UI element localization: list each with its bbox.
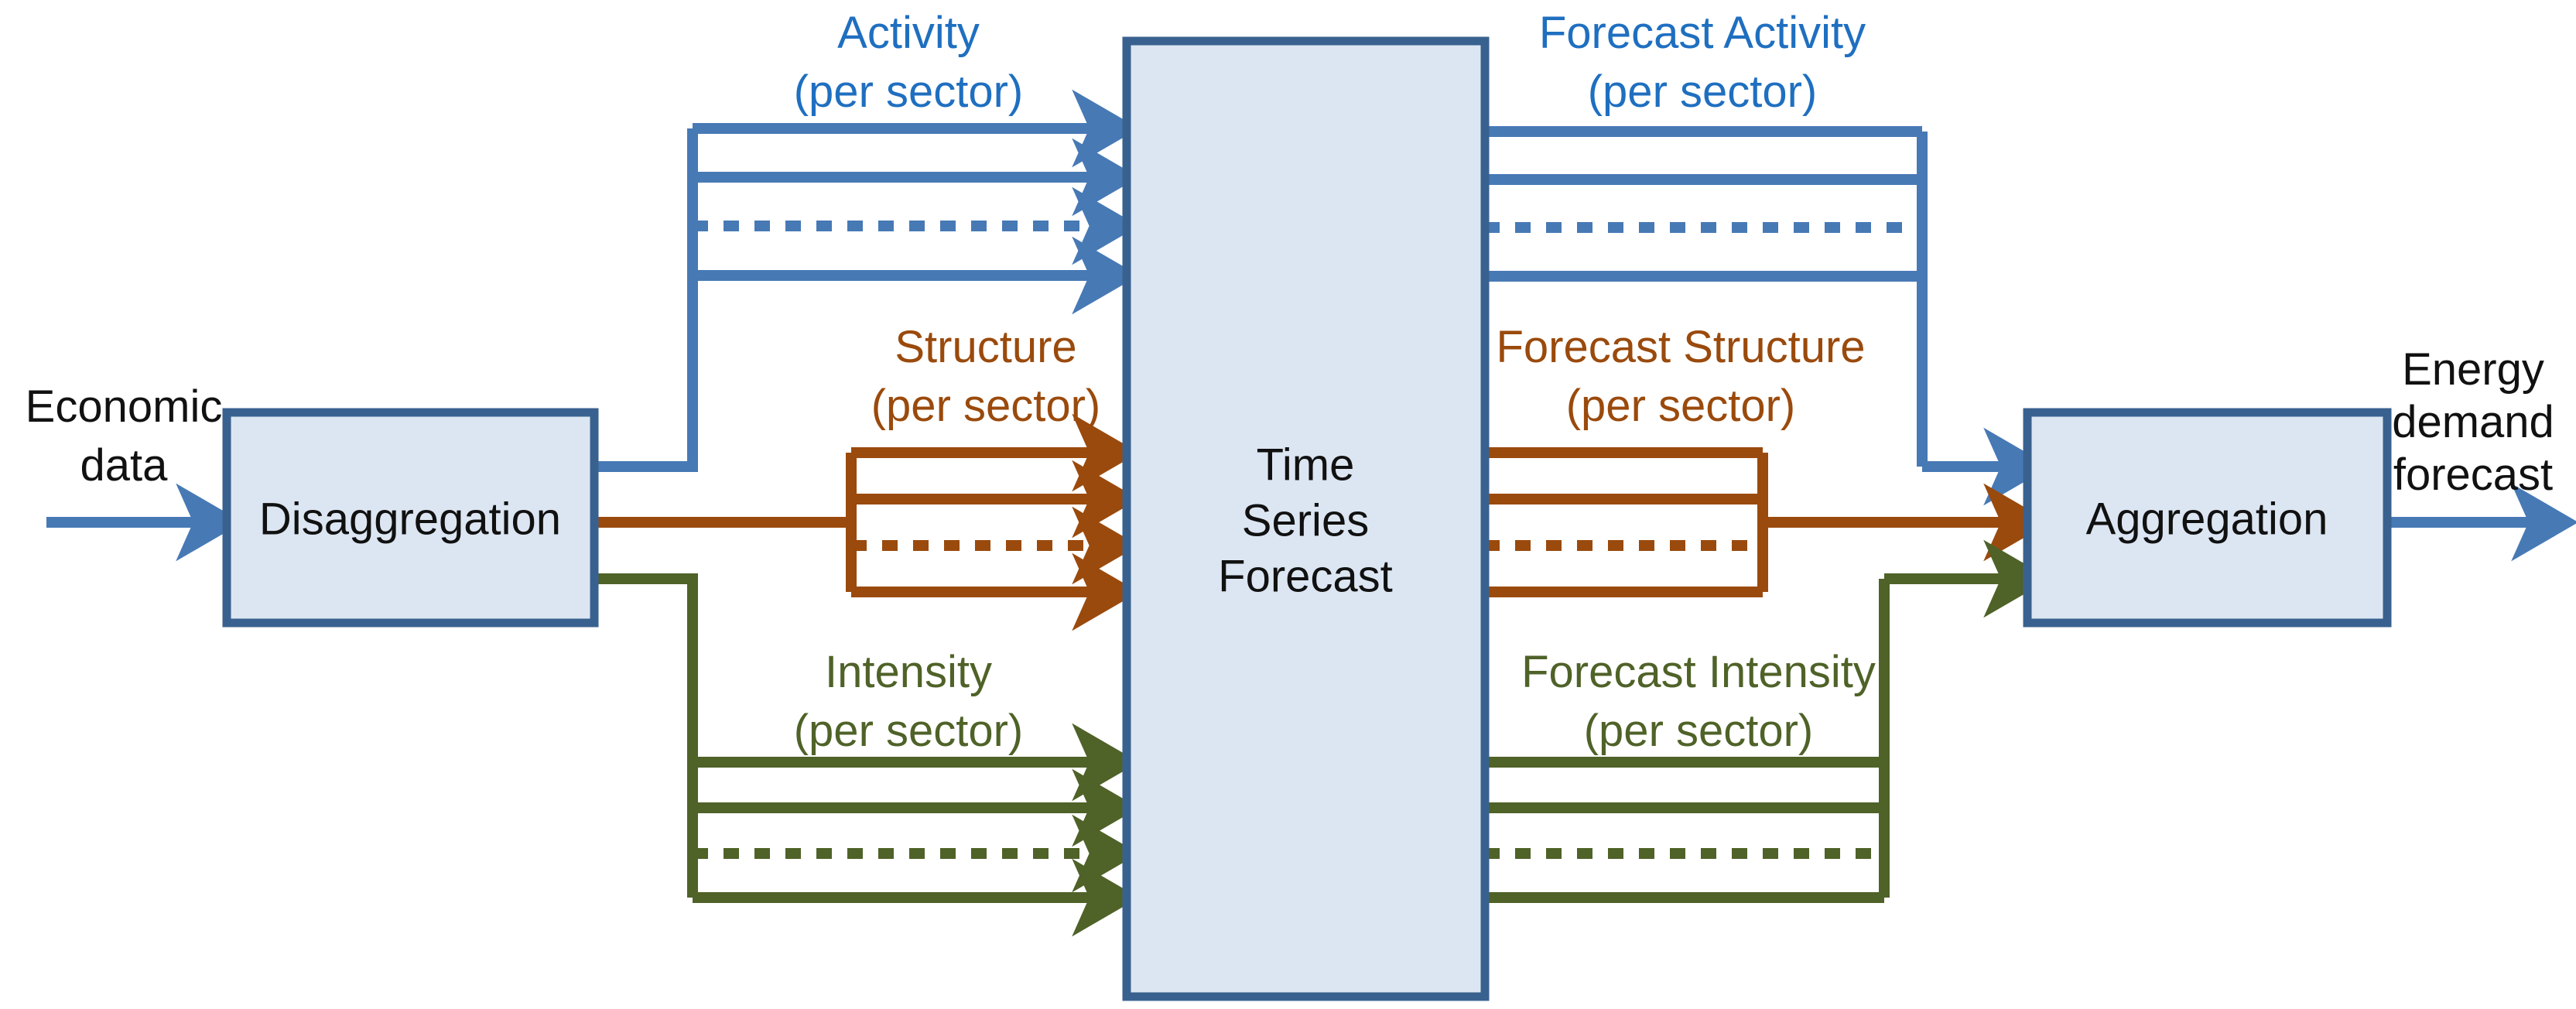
economic-data-label-line1: Economic xyxy=(26,381,223,432)
intensity-label: Intensity (per sector) xyxy=(794,647,1024,756)
activity-trunk xyxy=(594,128,698,472)
energy-demand-forecast-label-line3: forecast xyxy=(2393,450,2553,500)
time-series-forecast-label-line1: Time xyxy=(1257,440,1355,490)
forecast-intensity-label-line1: Forecast Intensity xyxy=(1521,647,1876,697)
time-series-forecast-box[interactable]: Time Series Forecast xyxy=(1122,36,1490,1001)
activity-label-line1: Activity xyxy=(837,8,980,58)
time-series-forecast-box-rect[interactable] xyxy=(1122,36,1490,1001)
structure-label-line2: (per sector) xyxy=(871,381,1101,431)
intensity-label-line2: (per sector) xyxy=(794,706,1024,756)
structure-label-line1: Structure xyxy=(895,322,1076,372)
disaggregation-box[interactable]: Disaggregation xyxy=(222,408,599,628)
time-series-forecast-label-line3: Forecast xyxy=(1218,551,1393,601)
aggregation-box-label: Aggregation xyxy=(2086,494,2328,544)
energy-demand-forecast-label: Energy demand forecast xyxy=(2392,344,2554,500)
forecast-activity-label: Forecast Activity (per sector) xyxy=(1539,8,1866,117)
forecast-structure-label-line2: (per sector) xyxy=(1566,381,1796,431)
intensity-stream-lines xyxy=(594,573,1139,937)
energy-demand-forecast-label-line1: Energy xyxy=(2402,344,2544,395)
forecast-activity-label-line1: Forecast Activity xyxy=(1539,8,1866,58)
disaggregation-box-label: Disaggregation xyxy=(259,494,561,544)
economic-data-label-line2: data xyxy=(80,440,169,491)
activity-stream-lines xyxy=(594,89,1139,472)
forecast-intensity-label-line2: (per sector) xyxy=(1584,706,1814,756)
forecast-intensity-label: Forecast Intensity (per sector) xyxy=(1521,647,1876,756)
activity-label-line2: (per sector) xyxy=(794,67,1024,117)
intensity-trunk xyxy=(594,573,698,898)
economic-data-label: Economic data xyxy=(26,381,223,491)
energy-demand-forecast-label-line2: demand xyxy=(2392,397,2554,447)
forecast-activity-stream-lines xyxy=(1484,126,2051,506)
structure-label: Structure (per sector) xyxy=(871,322,1101,431)
time-series-forecast-label-line2: Series xyxy=(1242,495,1369,546)
forecast-structure-stream-lines xyxy=(1484,447,2051,597)
aggregation-box[interactable]: Aggregation xyxy=(2023,408,2392,628)
activity-label: Activity (per sector) xyxy=(794,8,1024,117)
disaggregation-box-rect[interactable] xyxy=(222,408,599,628)
forecast-structure-label: Forecast Structure (per sector) xyxy=(1496,322,1865,431)
forecast-intensity-stream-lines xyxy=(1484,539,2051,903)
forecast-activity-label-line2: (per sector) xyxy=(1588,67,1818,117)
aggregation-box-rect[interactable] xyxy=(2023,408,2392,628)
structure-stream-lines xyxy=(594,413,1139,631)
forecast-structure-label-line1: Forecast Structure xyxy=(1496,322,1865,372)
intensity-label-line1: Intensity xyxy=(825,647,992,697)
